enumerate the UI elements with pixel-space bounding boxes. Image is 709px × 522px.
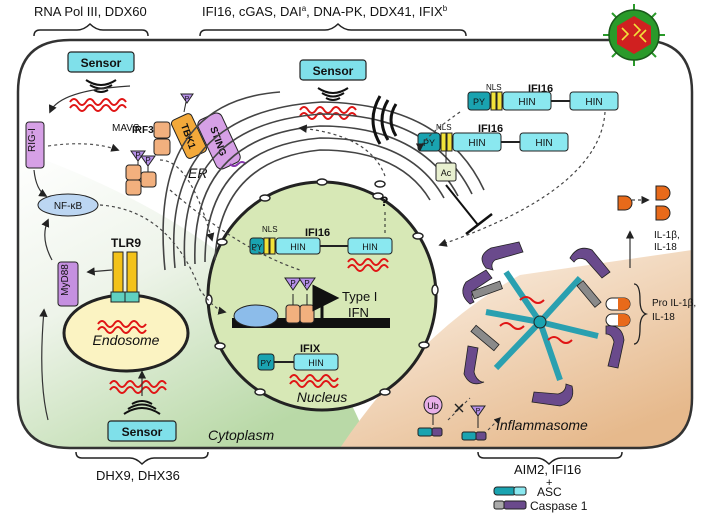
ubiquitin-marker: Ub	[417, 395, 471, 437]
tlr9: TLR9	[110, 236, 141, 303]
sensor-top-left: Sensor	[67, 51, 135, 112]
rna-strand	[109, 386, 167, 394]
bottom-right-sensor-label: AIM2, IFI16	[514, 462, 581, 477]
ifi16-nuclear: NLS IFI16 PY HIN HIN	[249, 225, 393, 272]
irf3-top	[153, 121, 171, 156]
myd88: MyD88	[57, 261, 79, 307]
bottom-right-bracket: AIM2, IFI16 + ASC Caspase 1	[477, 451, 623, 513]
rig-i: RIG-I	[25, 121, 45, 169]
il18-label: IL-18	[654, 242, 677, 253]
svg-text:P: P	[290, 279, 295, 288]
er-label: ER	[188, 165, 207, 181]
svg-text:P: P	[135, 151, 140, 160]
ifn-promoter: P P Type I IFN	[232, 277, 390, 328]
bottom-left-sensor-label: DHX9, DHX36	[96, 468, 180, 483]
solid-arrows	[33, 85, 635, 421]
sensor-label: Sensor	[122, 425, 163, 439]
mavs-arrow	[47, 143, 120, 152]
myd88-label: MyD88	[60, 264, 71, 296]
svg-text:HIN: HIN	[308, 358, 324, 368]
il1b-label: IL-1β,	[654, 230, 680, 241]
question-mark: ?	[380, 193, 389, 209]
ifix: IFIX PY HIN	[257, 343, 339, 388]
svg-text:NLS: NLS	[262, 225, 278, 234]
plus-sign: +	[546, 477, 552, 489]
caspase-legend-icon-body	[503, 500, 527, 510]
endosome-label: Endosome	[93, 332, 160, 348]
svg-text:P: P	[145, 156, 150, 165]
svg-text:HIN: HIN	[468, 138, 485, 149]
svg-text:P: P	[304, 279, 309, 288]
rig-i-label: RIG-I	[27, 128, 38, 152]
svg-text:NLS: NLS	[486, 83, 502, 92]
inflammasome-complex: Inflammasome	[462, 241, 625, 433]
irf3-label: IRF3	[132, 125, 154, 136]
pro-il1b: Pro IL-1β, IL-18	[605, 283, 696, 345]
ifi16-nuclear-label: IFI16	[305, 227, 330, 239]
ub-label: Ub	[427, 401, 439, 411]
rna-strand	[109, 380, 167, 388]
svg-text:P: P	[185, 96, 190, 103]
ifn-label: IFN	[348, 305, 369, 320]
nucleus-label: Nucleus	[297, 389, 348, 405]
pro-il1b-label: Pro IL-1β,	[652, 298, 696, 309]
dna-strand	[299, 112, 357, 120]
sensor-bottom: Sensor	[107, 380, 177, 442]
irf3-dimer-phospho: P P	[125, 150, 157, 196]
svg-text:HIN: HIN	[362, 242, 378, 252]
nucleus: Nucleus	[206, 180, 438, 412]
top-left-sensor-label: RNA Pol III, DDX60	[34, 4, 147, 19]
ifix-label: IFIX	[300, 343, 321, 355]
sensor-label: Sensor	[81, 56, 122, 70]
cell-membrane	[16, 38, 694, 450]
type-i-label: Type I	[342, 289, 377, 304]
svg-text:PY: PY	[473, 97, 485, 107]
il1b-mature: IL-1β, IL-18	[617, 185, 680, 253]
asc-legend-icon	[493, 486, 517, 496]
asc-legend-icon-tail	[513, 486, 527, 496]
cytoplasm-label: Cytoplasm	[208, 427, 274, 443]
top-center-bracket: IFI16, cGAS, DAIa, DNA-PK, DDX41, IFIXb	[199, 4, 467, 37]
rna-strand	[69, 104, 127, 112]
pro-il18-label: IL-18	[652, 312, 675, 323]
endosome: Endosome	[62, 293, 190, 373]
inhibition-bar	[445, 184, 493, 235]
dashed-arrows	[99, 111, 650, 315]
svg-text:P: P	[476, 408, 481, 415]
nfkb: NF-κB	[37, 193, 99, 217]
ifi16-cytoplasmic-1: NLS IFI16 PY HIN HIN	[467, 83, 619, 111]
tlr9-label: TLR9	[111, 236, 141, 250]
top-center-sensor-label: IFI16, cGAS, DAIa, DNA-PK, DDX41, IFIXb	[202, 4, 448, 19]
phospho-marker: P	[461, 405, 501, 441]
dna-strand	[299, 106, 357, 114]
svg-text:HIN: HIN	[535, 138, 552, 149]
mavs-label: MAVS	[112, 123, 140, 134]
svg-text:HIN: HIN	[290, 242, 306, 252]
inflammasome-label: Inflammasome	[496, 417, 588, 433]
virus-icon	[603, 4, 665, 66]
svg-text:HIN: HIN	[585, 97, 602, 108]
nfkb-label: NF-κB	[54, 201, 83, 212]
rna-strand	[69, 98, 127, 106]
signal-waves	[371, 95, 398, 145]
svg-text:PY: PY	[423, 138, 435, 148]
svg-text:HIN: HIN	[518, 97, 535, 108]
sensor-label: Sensor	[313, 64, 354, 78]
caspase-legend-label: Caspase 1	[530, 499, 588, 513]
bottom-left-bracket: DHX9, DHX36	[75, 451, 209, 483]
acetylation-label: Ac	[441, 168, 452, 178]
asc-legend-label: ASC	[537, 485, 562, 499]
top-left-bracket: RNA Pol III, DDX60	[33, 4, 149, 37]
svg-text:NLS: NLS	[436, 123, 452, 132]
nuclear-pores	[205, 178, 439, 396]
sensor-top-center: Sensor	[299, 59, 367, 120]
ifi16-label-2: IFI16	[478, 123, 503, 135]
svg-text:PY: PY	[261, 359, 272, 368]
svg-text:PY: PY	[252, 243, 263, 252]
caspase-legend-icon	[493, 500, 505, 510]
